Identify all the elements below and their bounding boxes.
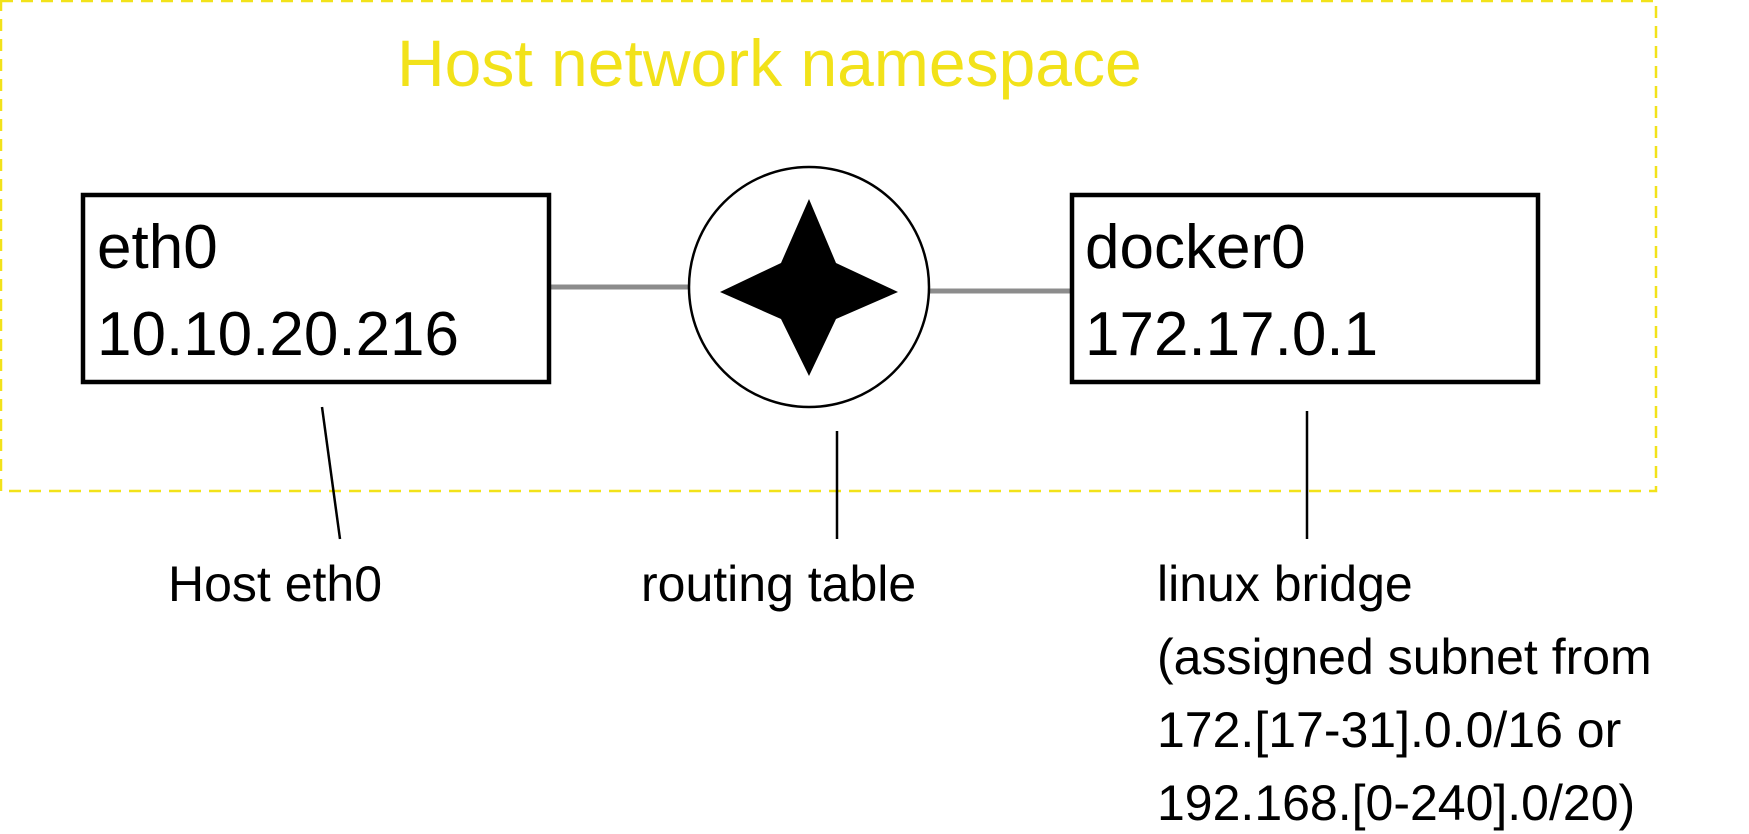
bridge-label-line: (assigned subnet from (1157, 629, 1652, 685)
namespace-boundary (0, 0, 1658, 493)
routing-table-node (687, 165, 931, 409)
eth0-box-border (80, 192, 552, 385)
docker0-ip: 172.17.0.1 (1085, 300, 1378, 369)
callout-line-eth0 (320, 406, 342, 540)
label-linux-bridge: linux bridge (assigned subnet from 172.[… (1157, 556, 1666, 831)
eth0-ip: 10.10.20.216 (97, 300, 459, 369)
label-routing-table: routing table (641, 556, 916, 612)
bridge-label-line: linux bridge (1157, 556, 1413, 612)
namespace-title: Host network namespace (397, 26, 1142, 100)
eth0-interface-box: eth0 10.10.20.216 (80, 192, 552, 385)
four-pointed-star-icon (720, 199, 898, 376)
eth0-name: eth0 (97, 213, 218, 282)
bridge-label-line: 192.168.[0-240].0/20) (1157, 775, 1635, 831)
docker0-bridge-box: docker0 172.17.0.1 (1069, 192, 1541, 385)
docker0-name: docker0 (1085, 213, 1306, 282)
docker0-box-border (1069, 192, 1541, 385)
label-host-eth0: Host eth0 (168, 556, 382, 612)
bridge-label-line: 172.[17-31].0.0/16 or (1157, 702, 1621, 758)
